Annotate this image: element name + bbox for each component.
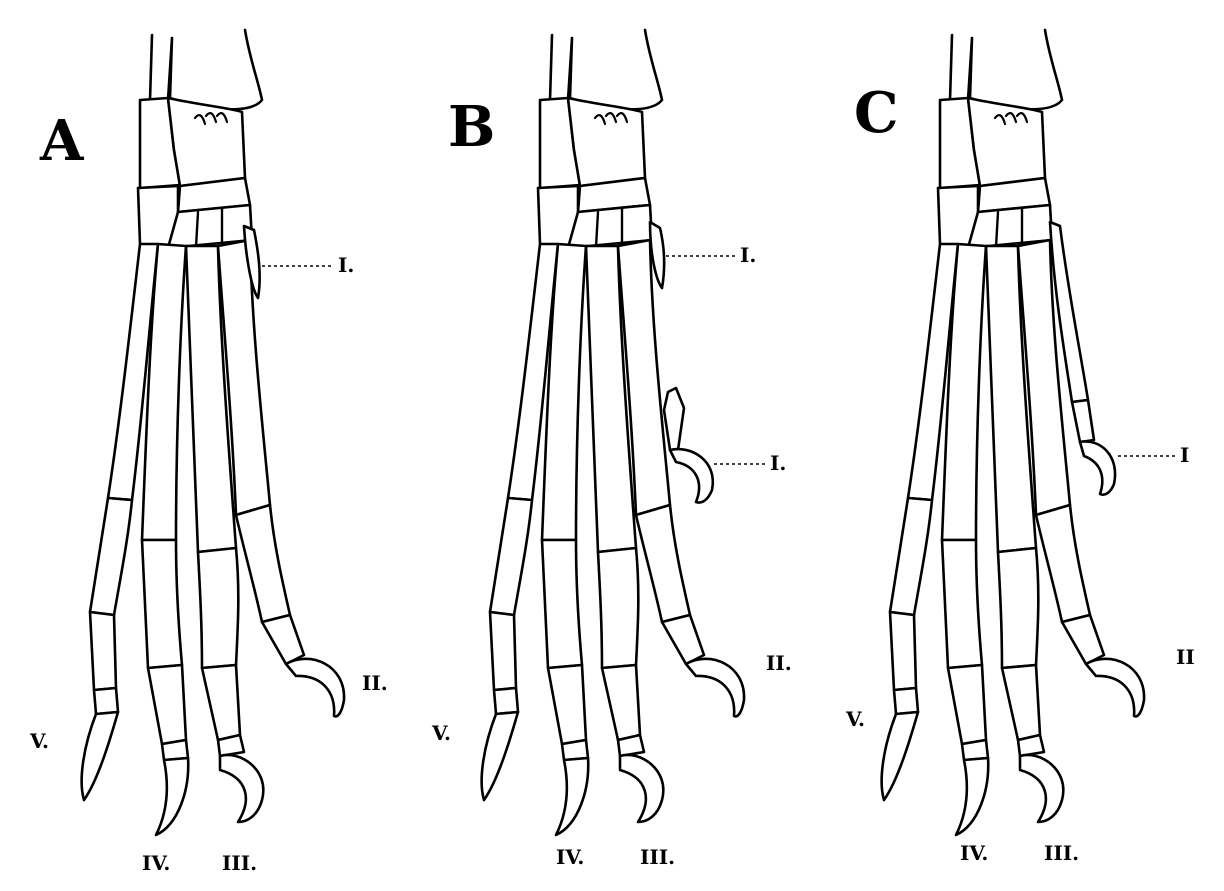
panel-c-label-iii: III. <box>1044 841 1079 865</box>
panel-a-foot-drawing <box>80 28 346 837</box>
panel-c-digit-i-claw <box>1078 440 1117 496</box>
panel-a-label-ii: II. <box>362 671 388 695</box>
panel-c-label-iv: IV. <box>960 841 988 865</box>
panel-b-label-i-lower: I. <box>770 451 786 475</box>
panel-c: C I V. IV. III. II <box>845 28 1195 865</box>
panel-b-digit-i-phalanges <box>662 386 686 452</box>
panel-b-digit-i-claw <box>668 447 715 504</box>
panel-a-label-iv: IV. <box>142 851 170 875</box>
panel-b-label-i-upper: I. <box>740 243 756 267</box>
panel-b-label-v: V. <box>431 721 451 745</box>
panel-b-label-iii: III. <box>640 845 675 869</box>
panel-b: B I. I. V. IV. III. II. <box>431 28 792 869</box>
panel-a: A I. V. IV. III. II. <box>29 28 388 875</box>
panel-c-label-v: V. <box>845 707 865 731</box>
panel-c-label-ii: II <box>1176 645 1195 669</box>
panel-a-label-v: V. <box>29 729 49 753</box>
panel-b-digit-i-vestige <box>648 220 666 290</box>
panel-b-label-ii: II. <box>766 651 792 675</box>
panel-b-foot-drawing <box>480 28 746 837</box>
panel-a-letter: A <box>39 108 85 174</box>
panel-b-letter: B <box>448 94 495 160</box>
panel-c-label-i: I <box>1180 443 1189 467</box>
panel-c-foot-drawing <box>880 28 1146 837</box>
panel-a-label-i: I. <box>338 253 354 277</box>
panel-c-letter: C <box>854 80 899 146</box>
panel-c-digit-i-phalanx <box>1070 398 1096 444</box>
panel-b-label-iv: IV. <box>556 845 584 869</box>
panel-a-digit-i-vestige <box>242 224 261 300</box>
panel-a-label-iii: III. <box>222 851 257 875</box>
